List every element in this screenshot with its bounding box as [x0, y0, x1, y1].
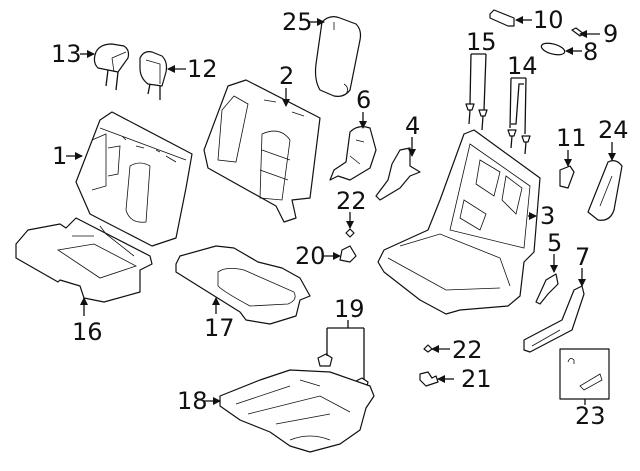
label-15: 15 [466, 28, 497, 56]
label-1: 1 [52, 142, 67, 170]
part-25-armrest[interactable] [314, 16, 362, 97]
part-9-clip[interactable] [571, 27, 585, 37]
label-20: 20 [295, 242, 326, 270]
label-4: 4 [405, 112, 420, 140]
part-11-latch[interactable] [559, 165, 575, 189]
label-8: 8 [583, 38, 598, 66]
callout-labels: 1 2 3 4 5 6 7 8 9 10 11 12 13 14 15 16 1… [51, 6, 629, 430]
label-10: 10 [533, 6, 564, 34]
part-14-headrest-guides[interactable] [507, 129, 531, 155]
label-19: 19 [334, 295, 365, 323]
part-7-side-shield[interactable] [523, 285, 585, 353]
part-12-headrest[interactable] [139, 51, 168, 100]
label-11: 11 [556, 124, 587, 152]
label-22-upper: 22 [336, 187, 367, 215]
part-16-cushion-cover[interactable] [15, 217, 153, 303]
part-20-clip[interactable] [339, 245, 357, 263]
leader-lines [66, 16, 616, 405]
label-24: 24 [598, 116, 629, 144]
part-6-side-trim[interactable] [329, 126, 377, 181]
label-12: 12 [187, 55, 218, 83]
part-4-trim-bracket[interactable] [375, 147, 421, 201]
label-6: 6 [356, 86, 371, 114]
label-7: 7 [575, 243, 590, 271]
part-22-pin-upper[interactable] [345, 228, 355, 238]
part-17-cushion-pad[interactable] [175, 245, 311, 325]
label-16: 16 [72, 318, 103, 346]
label-2: 2 [279, 62, 294, 90]
label-9: 9 [603, 20, 618, 48]
label-5: 5 [547, 229, 562, 257]
part-5-bracket[interactable] [535, 273, 559, 305]
part-21-clip[interactable] [419, 371, 439, 387]
part-1-seat-back[interactable] [75, 111, 193, 247]
label-13: 13 [51, 40, 82, 68]
label-18: 18 [177, 387, 208, 415]
part-22-pin-lower[interactable] [423, 344, 433, 353]
label-17: 17 [204, 314, 235, 342]
label-3: 3 [540, 202, 555, 230]
part-23-kit-box[interactable] [559, 348, 610, 400]
part-13-headrest[interactable] [93, 43, 130, 91]
part-10-cover[interactable] [489, 9, 515, 27]
label-25: 25 [282, 8, 313, 36]
label-22-lower: 22 [452, 336, 483, 364]
label-21: 21 [461, 365, 492, 393]
part-18-cushion-frame[interactable] [219, 369, 375, 453]
part-3-seat-back-frame[interactable] [377, 129, 541, 315]
part-24-side-panel[interactable] [587, 160, 623, 221]
label-23: 23 [575, 402, 606, 430]
part-8-cap[interactable] [540, 41, 566, 57]
label-14: 14 [507, 52, 538, 80]
part-2-seat-back-cover[interactable] [203, 79, 321, 223]
